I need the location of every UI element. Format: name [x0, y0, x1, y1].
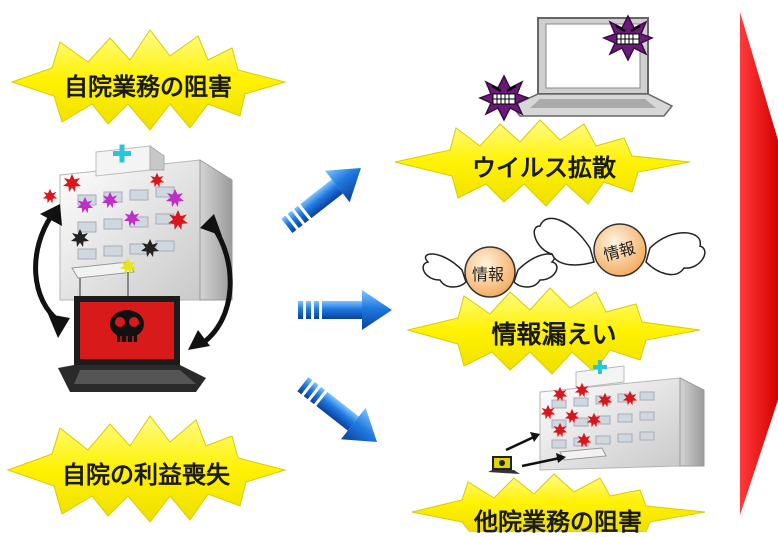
winged-info-icon: [533, 217, 706, 277]
burst-own-work-obstruction: [10, 29, 287, 131]
info-tag-left: 情報: [472, 265, 505, 284]
laptop-icon: [510, 17, 674, 117]
skull-icon: [110, 310, 144, 342]
label-own-profit-loss: 自院の利益喪失: [62, 461, 230, 489]
label-info-leak: 情報漏えい: [491, 320, 617, 349]
winged-info-icon: [422, 246, 558, 298]
blue-arrow-icon: [281, 167, 392, 443]
label-virus-spread: ウイルス拡散: [472, 154, 616, 182]
cycle-arrow-icon: [505, 432, 566, 468]
hospital-building-icon: [539, 360, 705, 471]
hospital-building-icon: [59, 144, 233, 301]
virus-icon: [478, 74, 530, 122]
laptop-icon: [488, 456, 520, 474]
infected-laptop-icon: [58, 296, 206, 392]
big-red-arrow-icon: [740, 12, 778, 515]
cycle-arrow-icon: [33, 212, 233, 348]
virus-icon: [602, 14, 654, 62]
burst-virus-spread: [394, 119, 691, 207]
burst-info-leak: [406, 287, 701, 375]
burst-own-profit-loss: [6, 415, 287, 523]
burst-other-work-obstruction: [411, 473, 706, 532]
label-other-work-obstruction: 他院業務の阻害: [474, 508, 642, 536]
label-own-work-obstruction: 自院業務の阻害: [64, 73, 232, 101]
